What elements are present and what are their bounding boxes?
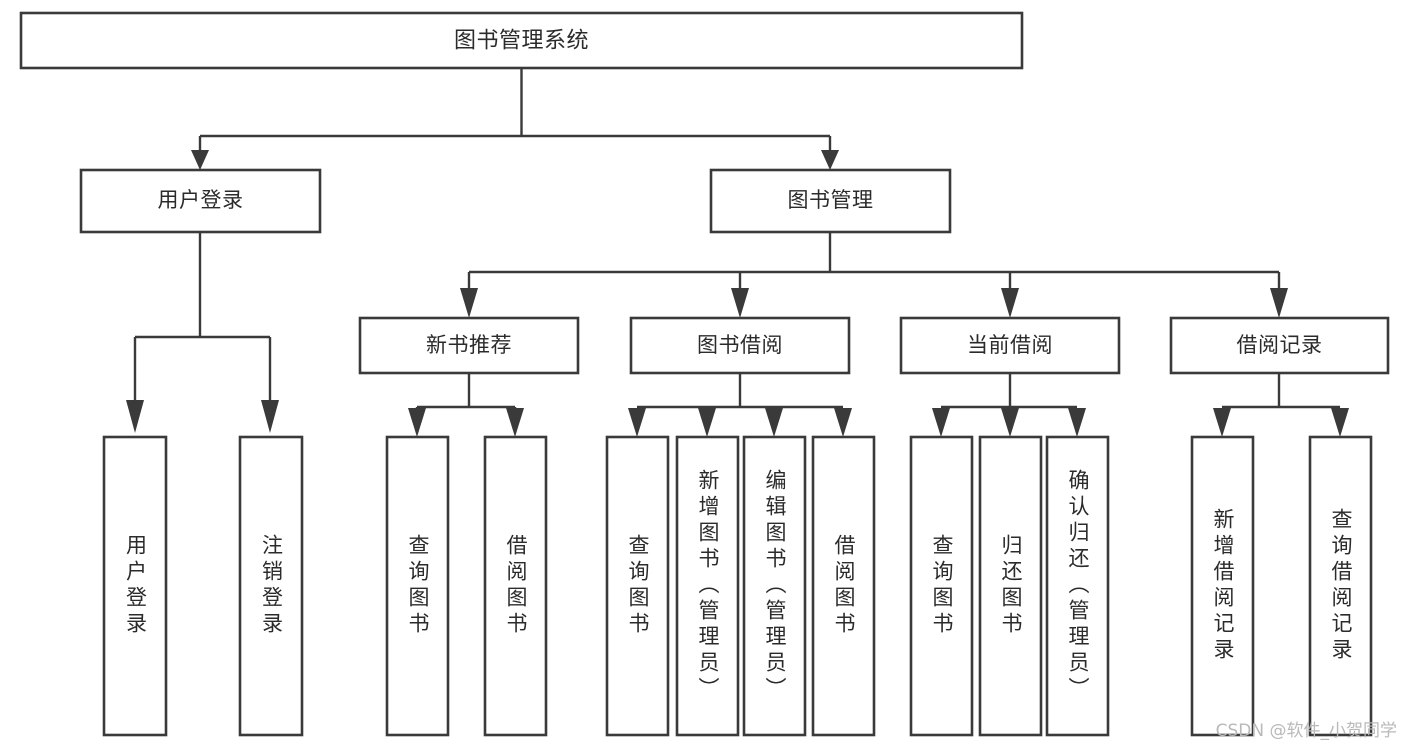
node-book-management-box[interactable] bbox=[709, 168, 952, 234]
node-book-borrow-box[interactable] bbox=[629, 316, 851, 375]
node-book-management[interactable]: 图书管理 bbox=[709, 168, 952, 234]
arrow-root-to-book-mgmt bbox=[821, 150, 839, 170]
arrow-records-leaf-2 bbox=[1331, 408, 1349, 437]
node-book-borrow-label: 图书借阅 bbox=[697, 333, 783, 357]
arrow-book-mgmt-to-borrow bbox=[731, 288, 749, 318]
node-book-management-label: 图书管理 bbox=[788, 188, 874, 212]
arrow-borrow-leaf-3 bbox=[765, 408, 783, 437]
node-book-borrow[interactable]: 图书借阅 bbox=[629, 316, 851, 375]
node-root-label: 图书管理系统 bbox=[454, 29, 589, 54]
leaf-box-query-book-c[interactable] bbox=[909, 435, 974, 737]
leaf-box-user-login[interactable] bbox=[102, 435, 168, 737]
arrow-current-leaf-1 bbox=[932, 408, 950, 437]
node-current-borrow[interactable]: 当前借阅 bbox=[899, 316, 1121, 375]
arrow-borrow-leaf-1 bbox=[628, 408, 646, 437]
node-borrow-records-label: 借阅记录 bbox=[1237, 333, 1323, 357]
leaf-box-add-book[interactable] bbox=[675, 435, 740, 737]
arrow-root-to-user-login bbox=[191, 150, 209, 170]
leaf-box-borrow-book-a[interactable] bbox=[483, 435, 548, 737]
arrow-book-mgmt-to-records bbox=[1270, 288, 1288, 318]
node-borrow-records-box[interactable] bbox=[1169, 316, 1390, 375]
node-current-borrow-box[interactable] bbox=[899, 316, 1121, 375]
leaf-box-borrow-book-b[interactable] bbox=[811, 435, 876, 737]
arrow-records-leaf-1 bbox=[1213, 408, 1231, 437]
node-user-login-box[interactable] bbox=[79, 168, 322, 234]
leaf-box-return-book[interactable] bbox=[978, 435, 1043, 737]
arrow-book-mgmt-to-current bbox=[1001, 288, 1019, 318]
arrow-new-book-leaf-1 bbox=[408, 408, 426, 437]
node-borrow-records[interactable]: 借阅记录 bbox=[1169, 316, 1390, 375]
node-root-box[interactable] bbox=[19, 11, 1024, 70]
arrow-book-mgmt-to-new-book bbox=[460, 288, 478, 318]
node-current-borrow-label: 当前借阅 bbox=[967, 333, 1053, 357]
node-new-book-recommend[interactable]: 新书推荐 bbox=[358, 316, 580, 375]
arrow-borrow-leaf-4 bbox=[834, 408, 852, 437]
node-user-login[interactable]: 用户登录 bbox=[79, 168, 322, 234]
leaf-box-add-record[interactable] bbox=[1190, 435, 1255, 737]
leaf-box-query-book-a[interactable] bbox=[385, 435, 450, 737]
node-new-book-recommend-label: 新书推荐 bbox=[426, 333, 512, 357]
node-new-book-recommend-box[interactable] bbox=[358, 316, 580, 375]
connector-layer bbox=[126, 68, 1349, 437]
arrow-current-leaf-2 bbox=[1001, 408, 1019, 437]
arrow-user-login-leaf-1 bbox=[126, 400, 144, 433]
arrow-borrow-leaf-2 bbox=[698, 408, 716, 437]
arrow-new-book-leaf-2 bbox=[506, 408, 524, 437]
leaf-box-query-book-b[interactable] bbox=[605, 435, 670, 737]
arrow-user-login-leaf-2 bbox=[261, 400, 279, 433]
arrow-current-leaf-3 bbox=[1068, 408, 1086, 437]
leaf-box-confirm-return[interactable] bbox=[1045, 435, 1110, 737]
node-root[interactable]: 图书管理系统 bbox=[19, 11, 1024, 70]
leaf-box-query-record[interactable] bbox=[1308, 435, 1373, 737]
node-user-login-label: 用户登录 bbox=[158, 188, 244, 212]
leaf-box-edit-book[interactable] bbox=[742, 435, 807, 737]
leaf-box-logout[interactable] bbox=[238, 435, 304, 737]
